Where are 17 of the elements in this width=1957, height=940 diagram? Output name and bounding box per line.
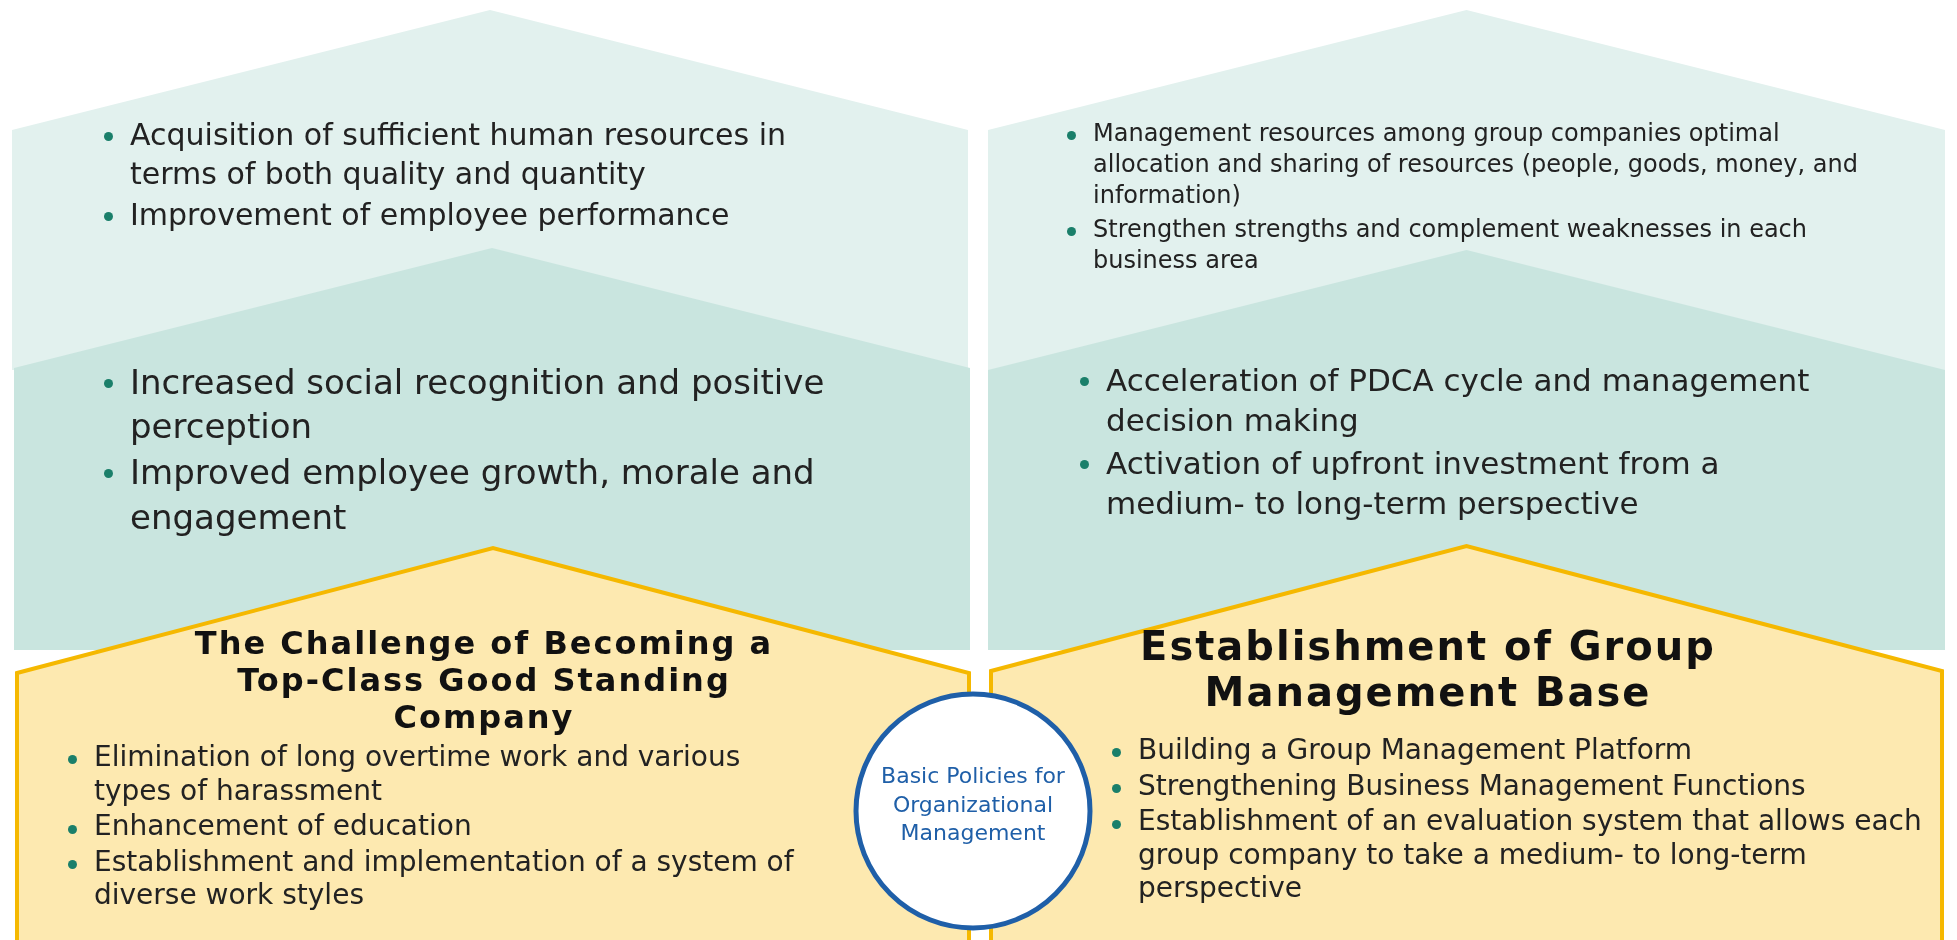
bullet-item: Strengthen strengths and complement weaknesses in each business area xyxy=(1063,213,1883,276)
bullet-item: Increased social recognition and positive perception xyxy=(100,360,880,449)
bullet-item: Acceleration of PDCA cycle and management decision making xyxy=(1076,360,1836,441)
bullet-item: Activation of upfront investment from a medium- to long-term perspective xyxy=(1076,442,1836,524)
bullet-item: Building a Group Management Platform xyxy=(1108,733,1938,767)
section-heading: Establishment of Group Management Base xyxy=(1139,623,1717,715)
circle-label: Basic Policies for Organizational Management xyxy=(880,762,1066,848)
bullet-item: Acquisition of sufficient human resources in terms of both quality and quantity xyxy=(100,115,820,193)
bullet-item: Elimination of long overtime work and various types of harassment xyxy=(64,740,824,808)
bullet-item: Enhancement of education xyxy=(64,809,824,843)
bullet-item: Management resources among group companies optimal allocation and sharing of resources (people, goods, money, and information) xyxy=(1063,118,1883,212)
bullet-item: Establishment and implementation of a system of diverse work styles xyxy=(64,844,824,912)
section-heading: The Challenge of Becoming a Top-Class Good Standing Company xyxy=(193,625,775,736)
bullet-item: Strengthening Business Management Functions xyxy=(1108,768,1938,803)
bullet-item: Improved employee growth, morale and engagement xyxy=(100,450,880,539)
bullet-item: Establishment of an evaluation system that allows each group company to take a medium- to long-term perspective xyxy=(1108,804,1938,905)
bullet-item: Improvement of employee performance xyxy=(100,195,820,234)
